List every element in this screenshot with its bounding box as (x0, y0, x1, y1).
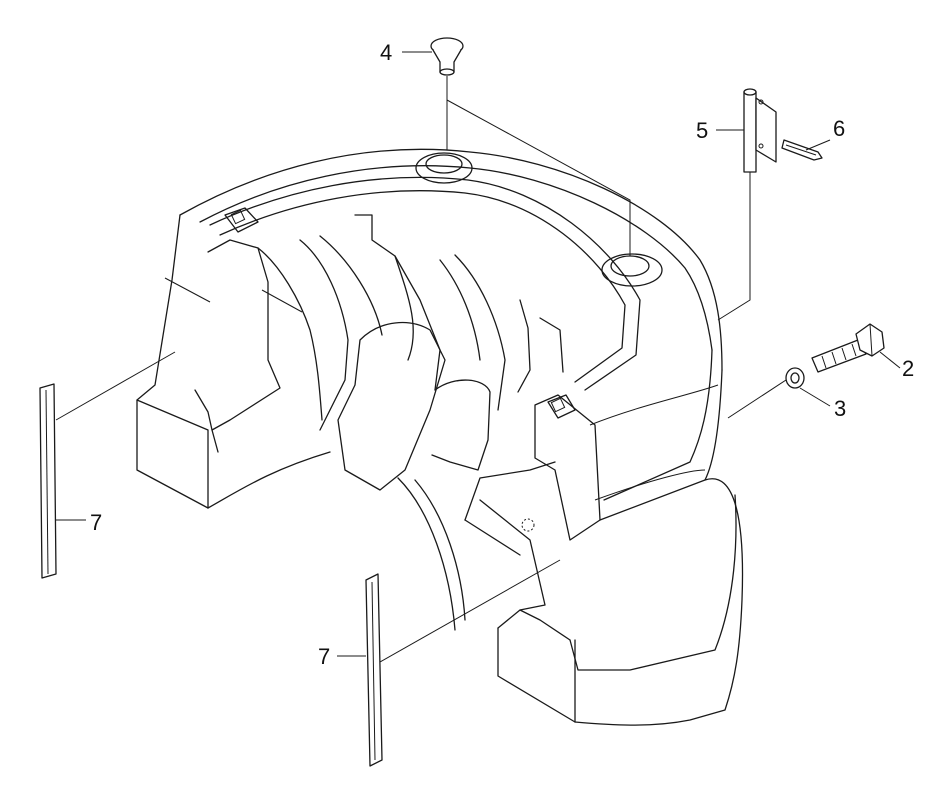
callout-number: 7 (318, 644, 330, 669)
grommet-hole-left (415, 152, 473, 184)
cotter-pin-part (781, 139, 823, 161)
bolt-part (811, 323, 885, 373)
leader-lines (55, 51, 901, 663)
callout-number: 5 (696, 118, 708, 143)
hinge-pin-part (743, 88, 777, 173)
grommet-plug-part (430, 37, 464, 76)
washer-part (785, 367, 805, 389)
seal-strip-part-right (365, 573, 383, 767)
callout-number: 6 (833, 116, 845, 141)
callout-number: 4 (380, 40, 392, 65)
lower-cover-housing (136, 148, 744, 726)
seal-strip-part-left (39, 383, 57, 579)
callout-number: 3 (834, 396, 846, 421)
callout-number: 7 (90, 510, 102, 535)
callout-number: 2 (902, 356, 914, 381)
grommet-hole-right (601, 253, 663, 287)
